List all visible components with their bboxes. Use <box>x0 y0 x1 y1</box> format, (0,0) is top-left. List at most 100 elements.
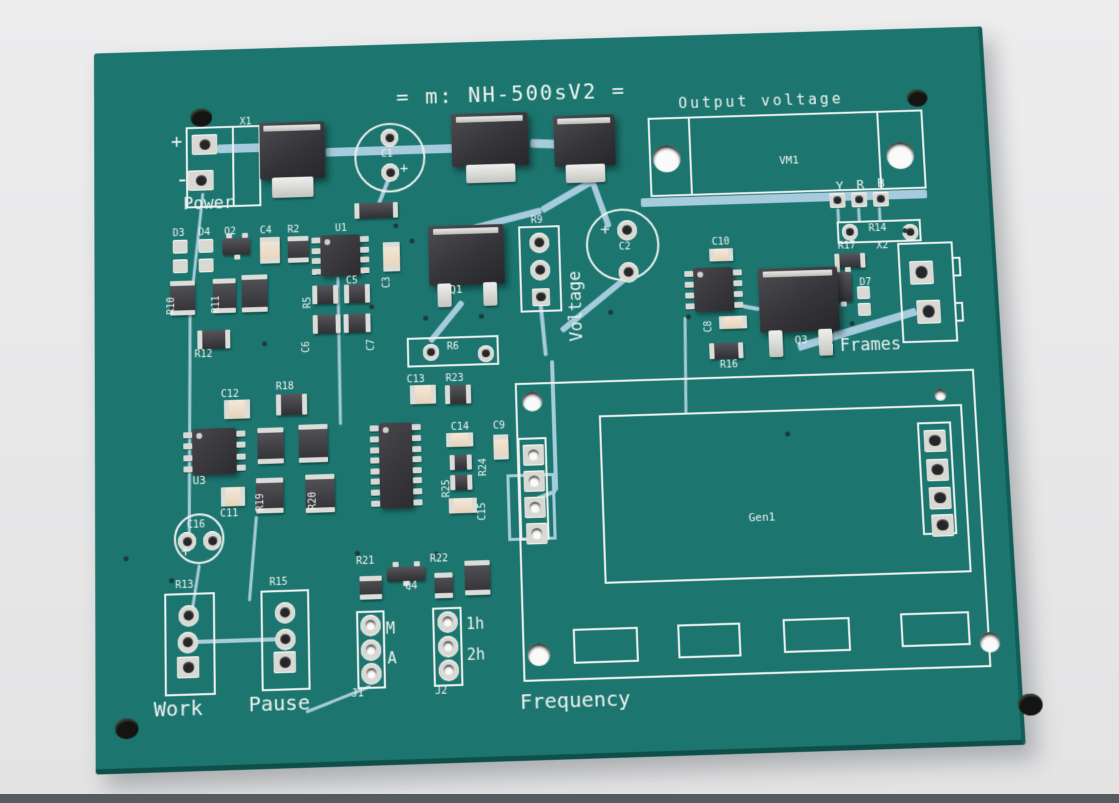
label-voltage: Voltage <box>565 270 588 342</box>
left-connector-pad <box>524 496 546 518</box>
label-r20: R20 <box>307 491 319 510</box>
terminal-cap <box>287 257 309 263</box>
via <box>369 304 375 310</box>
label-q1: Q1 <box>449 282 463 297</box>
d7-pad <box>857 302 872 315</box>
x1-pad <box>191 134 218 155</box>
smd-r25 <box>450 474 473 491</box>
label-d4: D4 <box>198 227 211 239</box>
terminal-cap <box>223 400 230 420</box>
sot-leg <box>392 561 399 568</box>
terminal-cap <box>343 284 350 304</box>
label-jumper-2h: 2h <box>466 645 486 665</box>
label-pause: Pause <box>248 689 311 717</box>
terminal-cap <box>365 313 371 333</box>
terminal-cap <box>709 248 715 262</box>
ic-pin <box>412 466 422 474</box>
label-output-voltage: Output voltage <box>678 89 844 113</box>
smd-c10 <box>709 248 734 262</box>
ic-u2 <box>684 266 744 313</box>
pad-hole <box>855 195 864 204</box>
ic-pin <box>685 303 695 310</box>
label-c5: C5 <box>345 275 358 287</box>
terminal-cap <box>332 284 339 304</box>
label-u1: U1 <box>334 222 347 235</box>
smd-diode <box>257 427 284 465</box>
pad-hole <box>182 660 194 673</box>
pad-hole <box>928 434 942 447</box>
label-r25: R25 <box>441 479 453 498</box>
label-r17: R17 <box>837 240 856 252</box>
pad-hole <box>922 304 936 318</box>
pad-hole <box>426 347 436 357</box>
terminal-cap <box>493 434 509 440</box>
label-c13: C13 <box>406 374 425 386</box>
label-j1: J1 <box>351 688 364 700</box>
terminal-cap <box>468 432 474 447</box>
pad-hole <box>182 636 194 648</box>
ic-pin <box>733 280 743 287</box>
dpak-1 <box>259 121 326 181</box>
r13-pad-square <box>176 656 200 678</box>
label-r2: R2 <box>287 224 300 236</box>
frequency-slot-1 <box>572 626 639 664</box>
dpak-top-highlight <box>432 227 499 235</box>
d3-pad <box>172 259 188 273</box>
terminal-cap <box>255 477 284 484</box>
via <box>784 431 791 437</box>
copper-trace <box>857 207 861 221</box>
ic-pin <box>183 443 193 450</box>
label-c7: C7 <box>365 338 378 352</box>
smd-c12 <box>223 399 251 420</box>
label-c2: C2 <box>618 241 631 253</box>
x1-pad <box>187 169 214 190</box>
transistor-q1 <box>427 223 505 286</box>
label-c15: C15 <box>476 502 489 521</box>
smd-c4 <box>259 236 281 264</box>
terminal-cap <box>287 235 309 242</box>
ic-pin <box>359 236 369 243</box>
window-bottom-edge <box>0 794 1119 803</box>
via <box>478 313 484 319</box>
pad-hole <box>535 264 546 275</box>
right-connector-pad <box>925 458 950 481</box>
ic-pin <box>369 425 379 432</box>
ic-pin <box>370 478 380 486</box>
via <box>393 223 399 229</box>
terminal-cap <box>257 427 284 434</box>
terminal-cap <box>260 258 281 264</box>
label-frequency: Frequency <box>519 685 631 715</box>
right-connector-pad <box>928 486 952 509</box>
label-power-plus: + <box>170 131 183 153</box>
ic-pin <box>236 464 246 472</box>
terminal-cap <box>343 314 349 333</box>
pin1-dot <box>324 239 331 246</box>
pin1-dot <box>196 432 203 440</box>
label-u3: U3 <box>192 473 206 488</box>
terminal-cap <box>449 454 455 471</box>
smd-r18 <box>275 393 308 416</box>
pad-hole <box>528 474 540 487</box>
dpak-top-highlight <box>762 269 833 278</box>
terminal-cap <box>225 329 231 349</box>
terminal-cap <box>239 486 246 507</box>
terminal-cap <box>335 314 341 334</box>
pad-r <box>850 192 868 207</box>
pin1-dot <box>382 426 389 434</box>
terminal-cap <box>430 384 437 404</box>
terminal-cap <box>275 394 282 416</box>
mount-hole-top-left <box>190 108 213 128</box>
mount-hole-bottom-left <box>114 718 139 740</box>
sot-leg <box>234 254 241 260</box>
smd-top <box>354 201 399 219</box>
label-c4: C4 <box>259 225 272 237</box>
ic-pin <box>733 291 743 298</box>
ic-pin <box>183 431 193 439</box>
via <box>423 315 429 321</box>
pad-hole <box>365 644 377 655</box>
smd-r12 <box>197 329 231 350</box>
terminal-cap <box>445 433 452 448</box>
sot-leg <box>844 266 852 273</box>
terminal-cap <box>212 278 236 284</box>
